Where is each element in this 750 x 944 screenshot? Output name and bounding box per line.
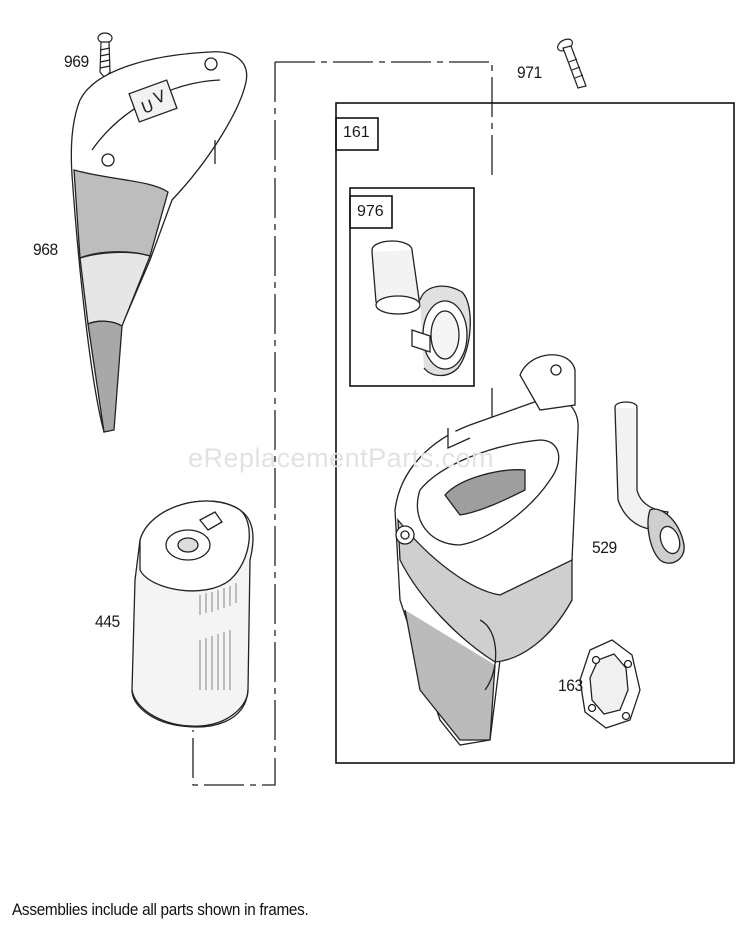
part-number-976[interactable]: 976 bbox=[357, 203, 384, 220]
tube-529-drawing bbox=[614, 401, 685, 564]
part-number-445[interactable]: 445 bbox=[95, 612, 120, 631]
watermark: eReplacementParts.com bbox=[188, 443, 495, 473]
part-number-971[interactable]: 971 bbox=[517, 63, 542, 82]
part-number-161[interactable]: 161 bbox=[343, 124, 370, 141]
frame-976 bbox=[349, 187, 475, 387]
boot-976-drawing bbox=[371, 240, 471, 377]
gasket-163-drawing bbox=[579, 639, 641, 729]
footnote: Assemblies include all parts shown in fr… bbox=[12, 900, 309, 919]
bolt-971-drawing bbox=[557, 38, 587, 89]
screw-969-drawing bbox=[97, 32, 113, 79]
frame-161 bbox=[335, 102, 735, 764]
part-number-529[interactable]: 529 bbox=[592, 538, 617, 557]
part-number-163[interactable]: 163 bbox=[558, 676, 583, 695]
cover-968-drawing: U V bbox=[70, 51, 248, 433]
part-number-968[interactable]: 968 bbox=[33, 240, 58, 259]
part-number-969[interactable]: 969 bbox=[64, 52, 89, 71]
base-161-drawing bbox=[394, 354, 579, 746]
filter-445-drawing bbox=[131, 500, 254, 728]
